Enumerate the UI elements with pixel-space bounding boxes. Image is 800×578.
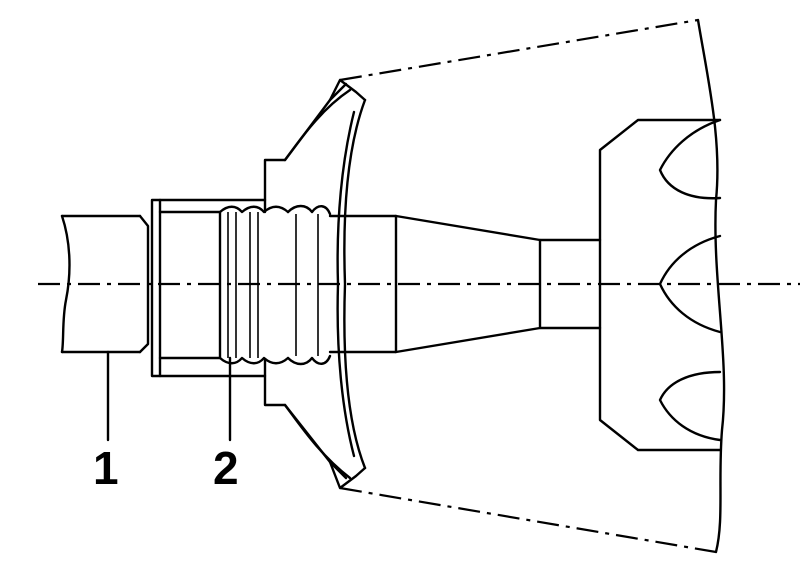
leader-lines — [106, 350, 232, 442]
boot-convolutions — [218, 204, 332, 366]
callout-2: 2 — [213, 442, 239, 494]
callout-1: 1 — [93, 442, 119, 494]
boot-clamp — [150, 198, 267, 378]
housing-outline — [339, 18, 726, 554]
axle-shaft — [60, 214, 150, 354]
boot-flange — [263, 78, 367, 490]
inner-body — [328, 214, 602, 354]
tripod-housing — [598, 118, 722, 452]
